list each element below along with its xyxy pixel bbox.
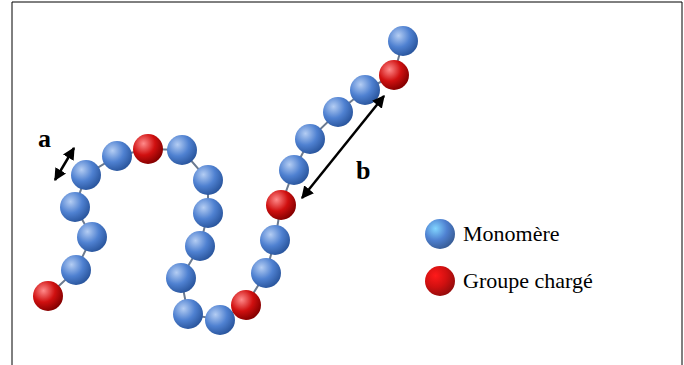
monomer-bead: [193, 165, 223, 195]
dimension-label: b: [356, 158, 370, 184]
monomer-bead: [251, 258, 281, 288]
monomer-bead: [102, 141, 132, 171]
legend-swatch: [425, 266, 455, 296]
monomer-bead: [388, 26, 418, 56]
legend-swatches: [425, 219, 455, 296]
charged-bead: [231, 290, 261, 320]
monomer-bead: [323, 97, 353, 127]
monomer-bead: [167, 135, 197, 165]
monomer-bead: [166, 263, 196, 293]
monomer-bead: [350, 75, 380, 105]
frame: [12, 2, 682, 365]
monomer-bead: [173, 299, 203, 329]
monomer-bead: [205, 305, 235, 335]
dimension-arrow: [55, 148, 74, 180]
legend-text: Monomère: [463, 223, 560, 245]
monomer-bead: [260, 225, 290, 255]
charged-bead: [266, 190, 296, 220]
monomer-bead: [77, 222, 107, 252]
monomer-bead: [193, 198, 223, 228]
charged-bead: [133, 134, 163, 164]
monomer-bead: [295, 124, 325, 154]
monomer-bead: [61, 255, 91, 285]
chain-bond: [48, 30, 403, 320]
dimension-arrow: [302, 96, 384, 198]
dimension-label: a: [38, 126, 51, 152]
monomer-beads: [33, 26, 418, 335]
charged-bead: [379, 60, 409, 90]
monomer-bead: [60, 192, 90, 222]
legend-text: Groupe chargé: [463, 270, 593, 292]
monomer-bead: [279, 155, 309, 185]
monomer-bead: [185, 231, 215, 261]
charged-bead: [33, 281, 63, 311]
legend-swatch: [425, 219, 455, 249]
monomer-bead: [71, 160, 101, 190]
